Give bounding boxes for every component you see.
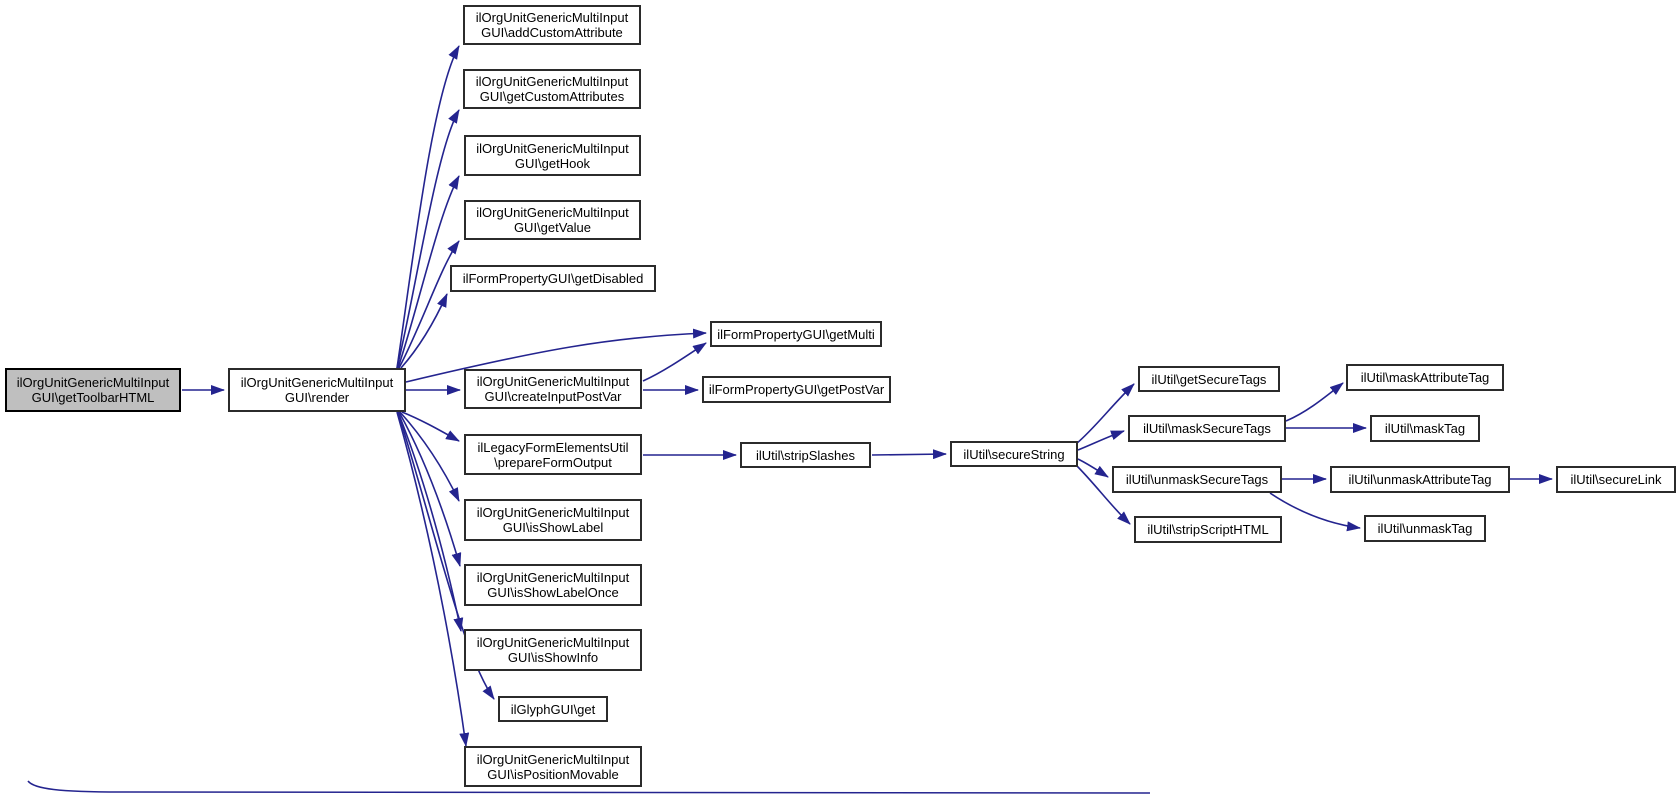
node-mask-tag[interactable]: ilUtil\maskTag [1370,415,1480,442]
node-mask-attribute-tag[interactable]: ilUtil\maskAttributeTag [1346,364,1504,391]
node-label: ilUtil\stripSlashes [756,447,855,463]
node-label: ilUtil\unmaskTag [1377,521,1473,536]
node-get-custom-attributes[interactable]: ilOrgUnitGenericMultiInput GUI\getCustom… [463,69,641,109]
node-label: ilUtil\secureString [963,446,1065,462]
node-add-custom-attribute[interactable]: ilOrgUnitGenericMultiInput GUI\addCustom… [463,5,641,45]
node-get-post-var[interactable]: ilFormPropertyGUI\getPostVar [702,376,891,403]
node-label: ilUtil\unmaskAttributeTag [1348,472,1492,487]
node-label: ilUtil\secureLink [1570,472,1662,487]
node-label: ilUtil\maskAttributeTag [1360,370,1490,385]
node-label: ilOrgUnitGenericMultiInput GUI\isPositio… [476,751,630,782]
node-label: ilOrgUnitGenericMultiInput GUI\render [240,375,394,405]
node-label: ilOrgUnitGenericMultiInput GUI\addCustom… [475,10,629,40]
node-secure-string[interactable]: ilUtil\secureString [950,441,1078,467]
edge-render-get-value [398,240,460,369]
node-unmask-secure-tags[interactable]: ilUtil\unmaskSecureTags [1112,466,1282,493]
node-unmask-attribute-tag[interactable]: ilUtil\unmaskAttributeTag [1330,466,1510,493]
edge-render-is-show-label-once [398,411,462,567]
node-label: ilOrgUnitGenericMultiInput GUI\getToolba… [16,375,170,405]
node-label: ilFormPropertyGUI\getMulti [717,326,875,342]
node-glyph-get[interactable]: ilGlyphGUI\get [498,696,608,722]
node-mask-secure-tags[interactable]: ilUtil\maskSecureTags [1128,415,1286,442]
node-is-show-info[interactable]: ilOrgUnitGenericMultiInput GUI\isShowInf… [464,629,642,671]
node-label: ilOrgUnitGenericMultiInput GUI\isShowLab… [476,505,630,535]
edge-render-is-show-info [397,411,464,632]
node-create-input-post-var[interactable]: ilOrgUnitGenericMultiInput GUI\createInp… [464,369,642,409]
node-is-position-movable[interactable]: ilOrgUnitGenericMultiInput GUI\isPositio… [464,746,642,787]
edge-secure-string-get-secure-tags [1075,383,1135,445]
node-strip-script-html[interactable]: ilUtil\stripScriptHTML [1134,516,1282,543]
node-label: ilUtil\maskSecureTags [1143,421,1271,436]
edge-render-prepare-form-output [401,411,460,442]
edge-secure-string-unmask-secure-tags [1077,458,1109,478]
edge-render-get-custom-attributes [396,109,460,369]
node-get-secure-tags[interactable]: ilUtil\getSecureTags [1138,366,1280,392]
edge-unmask-secure-tags-unmask-tag [1269,492,1361,532]
node-unmask-tag[interactable]: ilUtil\unmaskTag [1364,515,1486,542]
node-get-toolbar-html[interactable]: ilOrgUnitGenericMultiInput GUI\getToolba… [5,368,181,412]
edge-secure-string-mask-secure-tags [1077,430,1125,451]
edge-render-get-disabled [400,293,448,369]
node-label: ilOrgUnitGenericMultiInput GUI\getHook [476,140,629,171]
node-prepare-form-output[interactable]: ilLegacyFormElementsUtil \prepareFormOut… [464,434,642,475]
node-label: ilUtil\getSecureTags [1151,371,1267,387]
node-label: ilUtil\maskTag [1384,421,1466,436]
edge-render-is-show-label [399,411,460,502]
node-secure-link[interactable]: ilUtil\secureLink [1556,466,1676,493]
node-label: ilOrgUnitGenericMultiInput GUI\getCustom… [475,74,629,104]
node-is-show-label[interactable]: ilOrgUnitGenericMultiInput GUI\isShowLab… [464,499,642,541]
node-label: ilOrgUnitGenericMultiInput GUI\createInp… [476,374,630,404]
node-get-disabled[interactable]: ilFormPropertyGUI\getDisabled [450,265,656,292]
node-get-multi[interactable]: ilFormPropertyGUI\getMulti [710,321,882,347]
edge-render-is-position-movable [396,411,470,747]
node-label: ilUtil\stripScriptHTML [1147,522,1269,537]
node-is-show-label-once[interactable]: ilOrgUnitGenericMultiInput GUI\isShowLab… [464,564,642,606]
node-label: ilOrgUnitGenericMultiInput GUI\getValue [476,205,629,235]
edge-render-add-custom-attribute [396,45,460,369]
node-strip-slashes[interactable]: ilUtil\stripSlashes [740,442,871,468]
node-label: ilUtil\unmaskSecureTags [1125,472,1269,487]
node-get-hook[interactable]: ilOrgUnitGenericMultiInput GUI\getHook [464,135,641,176]
node-label: ilFormPropertyGUI\getPostVar [708,382,885,397]
node-label: ilGlyphGUI\get [510,701,596,717]
node-label: ilLegacyFormElementsUtil \prepareFormOut… [477,439,629,470]
edge-mask-secure-tags-mask-attribute-tag [1285,382,1344,422]
node-label: ilFormPropertyGUI\getDisabled [462,271,644,286]
node-label: ilOrgUnitGenericMultiInput GUI\isShowInf… [476,635,630,665]
node-get-value[interactable]: ilOrgUnitGenericMultiInput GUI\getValue [464,200,641,240]
node-label: ilOrgUnitGenericMultiInput GUI\isShowLab… [476,570,630,600]
edge-strip-slashes-secure-string [871,449,947,460]
node-render[interactable]: ilOrgUnitGenericMultiInput GUI\render [228,368,406,412]
edge-create-input-post-var-get-multi [642,342,707,382]
